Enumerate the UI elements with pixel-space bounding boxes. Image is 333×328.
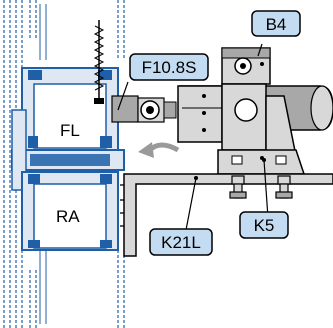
callout-k5: K5	[239, 211, 289, 239]
transom	[11, 109, 125, 191]
bracket-assembly	[177, 47, 333, 175]
label-k5: K5	[254, 216, 275, 235]
label-b4: B4	[266, 15, 287, 34]
label-f108s: F10.8S	[142, 58, 197, 77]
label-fl: FL	[60, 121, 80, 140]
label-ra: RA	[56, 207, 80, 226]
screw-icon	[93, 20, 105, 104]
bolt-icon	[229, 158, 293, 219]
callout-b4: B4	[251, 10, 301, 57]
curved-arrow-icon	[138, 142, 180, 158]
lower-profile: RA	[21, 171, 119, 251]
label-k21l: K21L	[161, 233, 201, 252]
callout-k21l: K21L	[149, 228, 213, 256]
upper-profile: FL	[21, 67, 119, 151]
frame-section: FL RA	[3, 0, 132, 328]
rail-k21l	[123, 173, 333, 257]
callout-f10-8s: F10.8S	[117, 53, 209, 111]
holder-f10-8s	[111, 95, 177, 123]
